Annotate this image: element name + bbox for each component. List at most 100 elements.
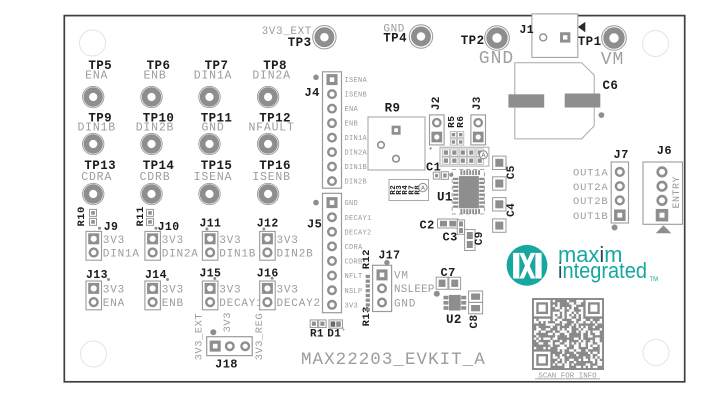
- svg-text:NFLT: NFLT: [345, 273, 363, 281]
- svg-text:3V3: 3V3: [219, 235, 241, 247]
- svg-text:TP15: TP15: [201, 159, 233, 173]
- svg-text:GND: GND: [394, 298, 416, 310]
- svg-text:C4: C4: [506, 203, 518, 217]
- svg-text:R8: R8: [414, 185, 422, 195]
- svg-text:C5: C5: [506, 165, 518, 179]
- svg-text:TP2: TP2: [461, 34, 485, 48]
- svg-text:3V3: 3V3: [222, 312, 234, 332]
- svg-text:MAX22203_EVKIT_A: MAX22203_EVKIT_A: [301, 350, 486, 370]
- svg-text:3V3: 3V3: [103, 285, 125, 297]
- svg-text:C9: C9: [474, 231, 486, 245]
- svg-text:DIN1B: DIN1B: [77, 122, 116, 135]
- svg-text:J15: J15: [199, 267, 221, 280]
- svg-text:R2: R2: [390, 185, 398, 195]
- svg-text:ENB: ENB: [345, 121, 359, 129]
- svg-text:R10: R10: [76, 206, 88, 226]
- svg-text:TP13: TP13: [84, 159, 116, 173]
- svg-text:CDRA: CDRA: [81, 171, 112, 184]
- svg-text:C6: C6: [603, 79, 619, 93]
- svg-text:DIN2B: DIN2B: [277, 249, 314, 261]
- svg-text:J4: J4: [305, 86, 320, 100]
- svg-text:DIN2B: DIN2B: [345, 179, 368, 187]
- svg-text:GND: GND: [383, 23, 405, 35]
- svg-text:NFAULT: NFAULT: [248, 122, 294, 135]
- svg-text:R3: R3: [396, 185, 404, 195]
- svg-text:A: A: [421, 185, 425, 192]
- svg-text:J9: J9: [104, 221, 119, 234]
- svg-text:NSLEEP: NSLEEP: [394, 284, 435, 296]
- svg-text:R12: R12: [361, 249, 373, 269]
- svg-text:NSLP: NSLP: [345, 288, 363, 296]
- svg-text:J2: J2: [431, 96, 443, 110]
- svg-text:TP8: TP8: [263, 59, 287, 73]
- svg-text:DECAY1: DECAY1: [219, 298, 263, 310]
- svg-text:J5: J5: [307, 218, 322, 232]
- svg-text:DECAY2: DECAY2: [345, 229, 372, 237]
- svg-text:3V3: 3V3: [219, 285, 241, 297]
- svg-text:DIN2A: DIN2A: [162, 249, 199, 261]
- svg-text:ENTRY: ENTRY: [672, 176, 683, 209]
- svg-text:3V3: 3V3: [103, 235, 125, 247]
- svg-text:maxim: maxim: [558, 242, 623, 267]
- svg-text:C2: C2: [420, 219, 435, 233]
- svg-text:ISENB: ISENB: [345, 92, 368, 100]
- svg-text:VM: VM: [601, 50, 625, 70]
- svg-text:J3: J3: [472, 96, 484, 110]
- svg-text:GND: GND: [201, 122, 224, 135]
- svg-text:R9: R9: [385, 102, 401, 116]
- svg-text:CDRB: CDRB: [345, 259, 363, 267]
- svg-text:OUT2A: OUT2A: [573, 182, 609, 194]
- svg-text:3V3: 3V3: [162, 285, 184, 297]
- svg-text:DIN1A: DIN1A: [194, 69, 233, 82]
- svg-text:TP9: TP9: [88, 111, 112, 125]
- svg-text:VM: VM: [394, 271, 409, 283]
- svg-text:3V3: 3V3: [345, 302, 359, 310]
- svg-text:TP16: TP16: [259, 159, 291, 173]
- svg-text:GND: GND: [345, 200, 359, 208]
- svg-text:R1: R1: [310, 329, 324, 341]
- svg-text:J6: J6: [657, 144, 672, 158]
- svg-text:TP14: TP14: [143, 159, 175, 173]
- svg-text:CDRA: CDRA: [345, 244, 364, 252]
- svg-text:3V3_EXT: 3V3_EXT: [194, 313, 206, 361]
- svg-text:C3: C3: [443, 231, 458, 245]
- svg-text:TM: TM: [650, 277, 659, 283]
- svg-text:DIN2B: DIN2B: [136, 122, 175, 135]
- svg-text:3V3: 3V3: [277, 235, 299, 247]
- svg-text:DIN1B: DIN1B: [219, 249, 256, 261]
- svg-text:J10: J10: [158, 221, 180, 234]
- svg-text:ISENA: ISENA: [194, 171, 233, 184]
- svg-text:DIN1A: DIN1A: [103, 249, 140, 261]
- svg-text:J7: J7: [614, 148, 629, 162]
- svg-text:CDRB: CDRB: [140, 171, 171, 184]
- svg-text:J12: J12: [257, 218, 279, 231]
- svg-text:J17: J17: [379, 250, 401, 263]
- svg-text:integrated: integrated: [558, 258, 647, 283]
- svg-text:R7: R7: [408, 185, 416, 195]
- svg-text:TP1: TP1: [578, 35, 602, 49]
- svg-text:DIN1A: DIN1A: [345, 135, 368, 143]
- svg-text:DIN2A: DIN2A: [252, 69, 291, 82]
- svg-text:OUT2B: OUT2B: [573, 196, 609, 208]
- svg-text:U1: U1: [437, 191, 453, 205]
- svg-text:C7: C7: [441, 266, 456, 280]
- svg-text:SCAN FOR INFO: SCAN FOR INFO: [538, 372, 597, 380]
- svg-text:J18: J18: [215, 358, 238, 372]
- svg-text:TP5: TP5: [88, 59, 112, 73]
- svg-text:3V3: 3V3: [277, 285, 299, 297]
- svg-text:ENB: ENB: [162, 298, 184, 310]
- svg-text:ENA: ENA: [85, 69, 108, 82]
- svg-text:A: A: [481, 152, 485, 159]
- svg-text:OUT1B: OUT1B: [573, 211, 609, 223]
- svg-text:ISENB: ISENB: [252, 171, 291, 184]
- svg-text:3V3_REG: 3V3_REG: [254, 313, 266, 361]
- svg-text:R6: R6: [455, 116, 466, 128]
- svg-text:U2: U2: [446, 313, 462, 327]
- svg-text:C8: C8: [469, 314, 481, 328]
- svg-text:DIN1B: DIN1B: [345, 164, 368, 172]
- svg-text:TP10: TP10: [143, 111, 175, 125]
- svg-text:R4: R4: [402, 185, 410, 195]
- svg-text:J16: J16: [257, 267, 279, 280]
- svg-text:R5: R5: [446, 116, 457, 128]
- svg-text:ENA: ENA: [345, 106, 359, 114]
